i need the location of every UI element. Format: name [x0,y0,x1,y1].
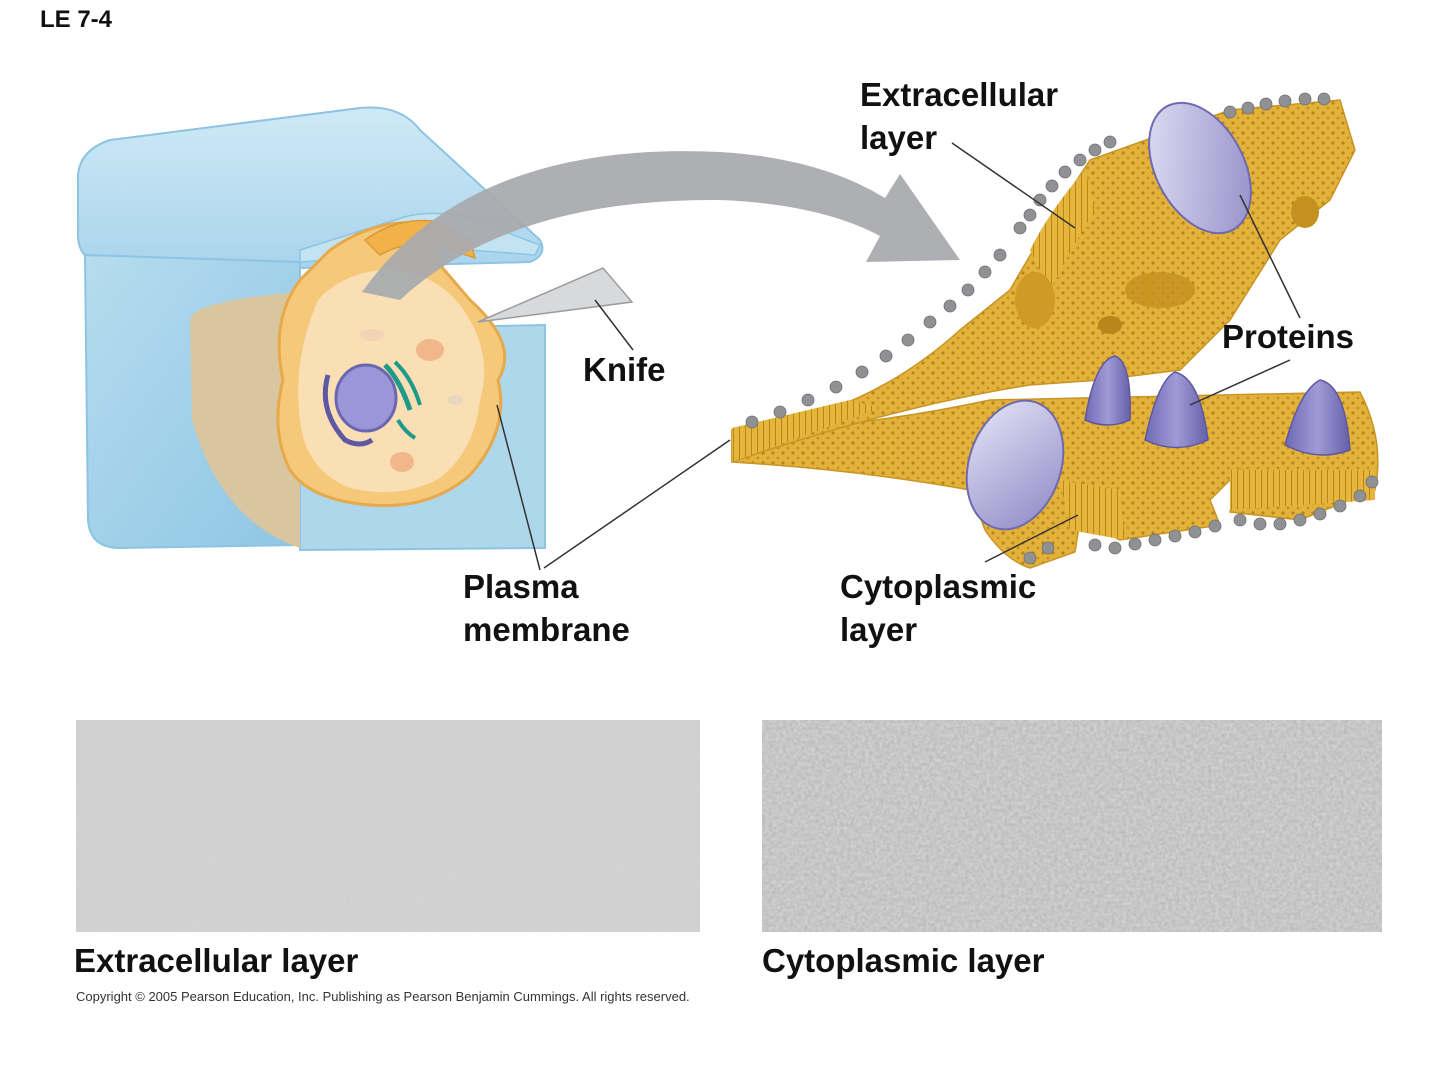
fractured-membrane [731,92,1379,569]
knife-label: Knife [583,351,666,388]
cytoplasmic-label-line1: Cytoplasmic [840,568,1037,605]
leader-lines [496,142,1301,571]
proteins-label: Proteins [1222,318,1355,355]
micrograph-caption-extracellular: Extracellular layer [74,942,359,979]
extracellular-micrograph [76,720,700,932]
cytoplasmic-label-line2: layer [840,611,918,648]
figure-id: LE 7-4 [40,6,113,33]
knife [477,267,634,323]
cytoplasmic-micrograph [762,720,1382,932]
cell [276,219,507,508]
micrograph-caption-cytoplasmic: Cytoplasmic layer [762,942,1045,979]
transfer-arrow [362,151,960,300]
freeze-fracture-diagram [77,92,1379,571]
plasma-membrane-label-line2: membrane [463,611,630,648]
extracellular-label-line1: Extracellular [860,76,1059,113]
plasma-membrane-label-line1: Plasma [463,568,579,605]
extracellular-label-line2: layer [860,119,938,156]
copyright-notice: Copyright © 2005 Pearson Education, Inc.… [76,989,690,1004]
